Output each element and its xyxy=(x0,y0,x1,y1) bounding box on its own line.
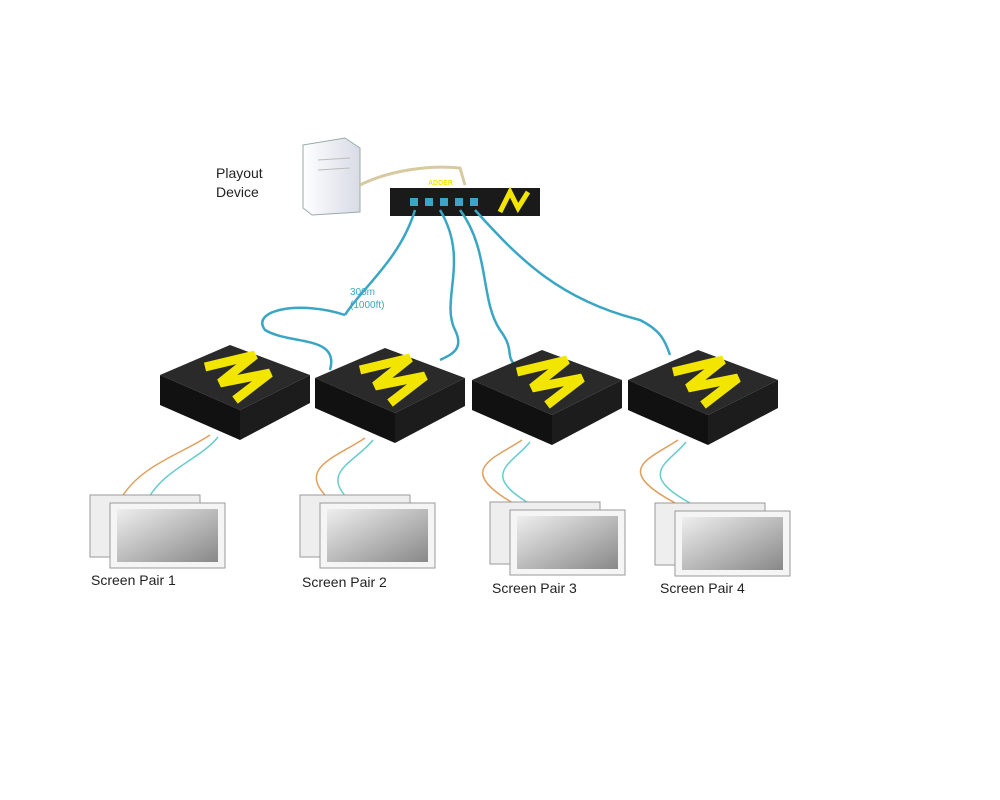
receiver-unit-icon xyxy=(472,350,622,513)
playout-device-label-2: Device xyxy=(216,184,259,200)
receiver-unit-icon xyxy=(315,348,465,506)
cable-length-annotation: 300m (1000ft) xyxy=(350,286,384,312)
network-cables xyxy=(261,209,672,371)
switch-brand: ADDER xyxy=(428,180,453,187)
screen-pair-label: Screen Pair 4 xyxy=(660,580,745,596)
cable-length-ft-label: (1000ft) xyxy=(350,300,385,311)
video-cable xyxy=(359,165,467,187)
receiver-unit-icon xyxy=(119,345,310,506)
cable-length-label: 300m xyxy=(350,287,376,298)
screen-pair-icon xyxy=(299,494,436,569)
playout-device-label: Playout xyxy=(216,165,263,181)
screen-pair-icon xyxy=(489,501,626,576)
screen-pair-label: Screen Pair 3 xyxy=(492,580,577,596)
screen-pair-icon xyxy=(89,494,226,569)
receiver-unit-icon xyxy=(628,350,778,514)
screen-pair-label: Screen Pair 2 xyxy=(302,574,387,590)
screen-pair-icon xyxy=(654,502,791,577)
screen-pair-label: Screen Pair 1 xyxy=(91,572,176,588)
network-switch-icon xyxy=(390,186,540,216)
playout-device-icon xyxy=(302,137,361,216)
